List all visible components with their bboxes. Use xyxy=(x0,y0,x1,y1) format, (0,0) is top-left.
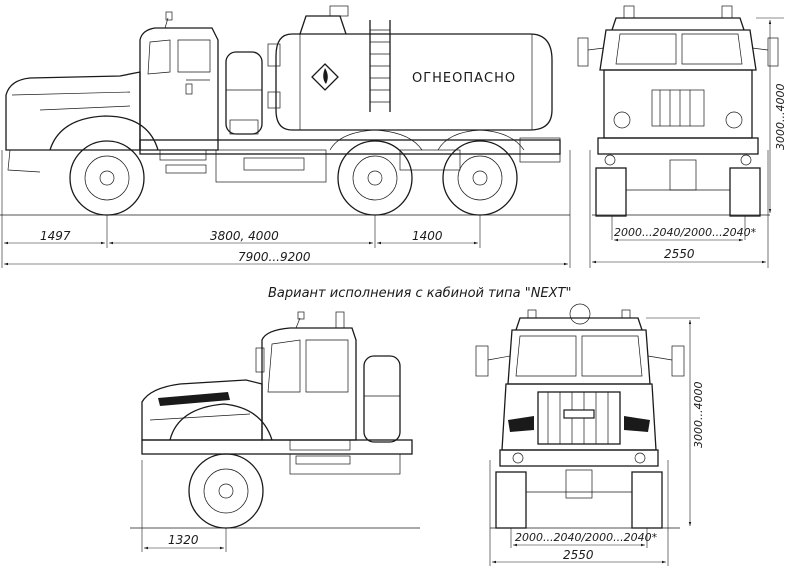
front-view-truck xyxy=(577,5,779,217)
front-view-dimensions: 2000...2040/2000...2040* 2550 3000...400… xyxy=(589,17,787,268)
dim-track-top: 2000...2040/2000...2040* xyxy=(614,226,757,239)
front-view-next-dimensions: 3000...4000 2000...2040/2000...2040* 255… xyxy=(489,317,705,566)
dim-height-top: 3000...4000 xyxy=(774,84,787,150)
dim-wheelbase: 3800, 4000 xyxy=(210,229,279,243)
dim-width-top: 2550 xyxy=(664,247,695,261)
dim-overall-length: 7900...9200 xyxy=(238,250,311,264)
dim-front-overhang-next: 1320 xyxy=(168,533,199,547)
dim-front-overhang: 1497 xyxy=(40,229,71,243)
side-view-dimensions: 1497 3800, 4000 1400 7900...9200 xyxy=(1,150,571,268)
dim-track-next: 2000...2040/2000...2040* xyxy=(515,531,658,544)
side-view-next-dimensions: 1320 xyxy=(141,460,227,552)
dim-rear-axle-spacing: 1400 xyxy=(412,229,443,243)
dim-width-next: 2550 xyxy=(563,548,594,562)
dim-height-next: 3000...4000 xyxy=(692,382,705,448)
front-view-next-cab xyxy=(475,303,685,529)
side-view-next-cab xyxy=(130,311,420,529)
tank-warning-label: ОГНЕОПАСНО xyxy=(412,71,516,86)
side-view-tanker-truck: ОГНЕОПАСНО xyxy=(0,5,570,216)
variant-caption: Вариант исполнения с кабиной типа "NEXT" xyxy=(268,286,571,301)
